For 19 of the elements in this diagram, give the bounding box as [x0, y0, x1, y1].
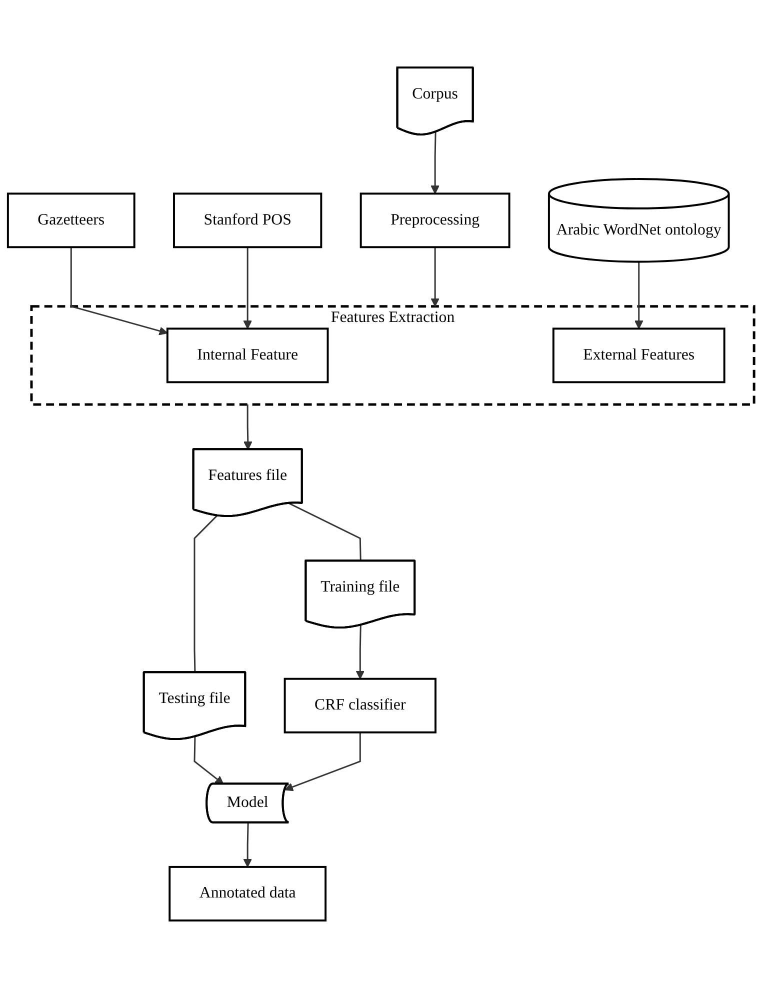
arrow [430, 132, 440, 194]
arrow [243, 822, 252, 868]
arrow [634, 262, 644, 330]
node-box: CRF classifier [284, 678, 436, 734]
connector [194, 515, 218, 673]
arrow [70, 247, 168, 336]
arrow [243, 247, 252, 330]
node-box: Internal Feature [166, 328, 329, 384]
node-box: Annotated data [168, 866, 327, 922]
connector [288, 502, 362, 562]
arrow [356, 625, 364, 680]
arrow [430, 247, 440, 307]
node-box: Preprocessing [360, 192, 510, 248]
node-box: Gazetteers [6, 192, 136, 248]
arrow [244, 404, 252, 450]
arrow [284, 732, 361, 792]
arrow [194, 736, 224, 785]
node-box: External Features [552, 328, 726, 384]
node-box: Stanford POS [173, 192, 322, 248]
